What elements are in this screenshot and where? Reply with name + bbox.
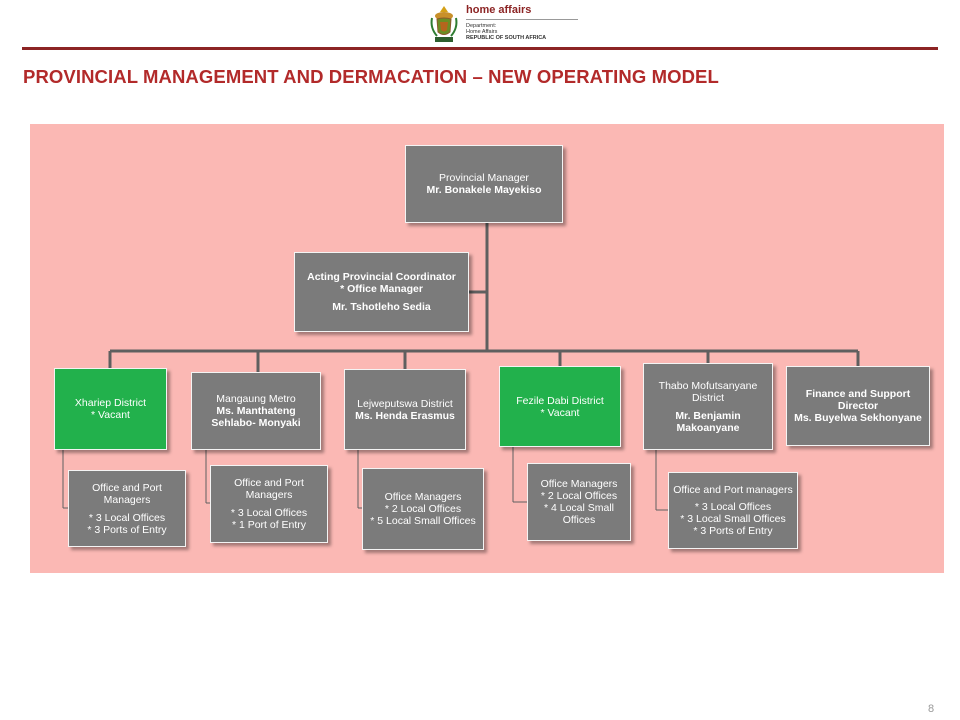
name-label: * Vacant (91, 409, 130, 421)
name-label: Mr. Benjamin Makoanyane (675, 409, 741, 434)
role-label: Thabo Mofutsanyane District (658, 379, 758, 404)
sub-box-thabo-mofutsanyane: Office and Port managers * 3 Local Offic… (668, 472, 798, 549)
name-label: * Vacant (540, 406, 580, 419)
role-label: Provincial Manager (439, 172, 529, 184)
sub-line-label: * 3 Local Offices (88, 511, 166, 524)
sub-line-label: * 5 Local Small Offices (370, 515, 476, 527)
district-box-xhariep: Xhariep District * Vacant (54, 368, 167, 450)
sub-title-label: Office Managers (384, 491, 462, 503)
sub-title-label: Office and Port managers (673, 484, 793, 496)
role-label: Acting Provincial Coordinator (307, 271, 456, 283)
sub-line-label: * 2 Local Offices (540, 490, 618, 502)
sub-line-label: * 3 Ports of Entry (87, 523, 167, 536)
name-label: Mr. Tshotleho Sedia (332, 301, 431, 313)
name-label: Ms. Henda Erasmus (355, 409, 455, 422)
district-box-thabo-mofutsanyane: Thabo Mofutsanyane District Mr. Benjamin… (643, 363, 773, 450)
district-box-mangaung: Mangaung Metro Ms. Manthateng Sehlabo- M… (191, 372, 321, 450)
role-label: Finance and Support Director (805, 388, 911, 412)
role-label: Xhariep District (74, 397, 147, 409)
role-label: Mangaung Metro (216, 393, 296, 405)
district-box-fezile-dabi: Fezile Dabi District * Vacant (499, 366, 621, 447)
header-rule (22, 47, 938, 50)
coordinator-box: Acting Provincial Coordinator * Office M… (294, 252, 469, 332)
role-label: Lejweputswa District (357, 397, 453, 410)
sub-title-label: Office Managers (540, 478, 618, 490)
role-sub-label: * Office Manager (340, 283, 423, 295)
logo-sub-line: Home Affairs (466, 29, 498, 35)
sub-line-label: * 2 Local Offices (384, 503, 462, 515)
provincial-manager-box: Provincial Manager Mr. Bonakele Mayekiso (405, 145, 563, 223)
page-title: PROVINCIAL MANAGEMENT AND DERMACATION – … (23, 66, 719, 87)
name-label: Ms. Manthateng Sehlabo- Monyaki (211, 405, 301, 429)
page-number: 8 (928, 703, 935, 715)
sub-box-fezile-dabi: Office Managers * 2 Local Offices * 4 Lo… (527, 463, 631, 541)
sub-title-label: Office and Port Managers (92, 481, 162, 506)
sub-line-label: * 3 Local Offices (230, 507, 308, 519)
coat-of-arms-icon (430, 6, 458, 42)
logo-sub-line: REPUBLIC OF SOUTH AFRICA (466, 35, 547, 41)
name-label: Ms. Buyelwa Sekhonyane (794, 412, 922, 424)
sub-box-mangaung: Office and Port Managers * 3 Local Offic… (210, 465, 328, 543)
logo-sub-line: Department: (466, 23, 497, 29)
role-label: Fezile Dabi District (516, 394, 604, 407)
sub-line-label: * 3 Ports of Entry (693, 525, 773, 537)
district-box-lejweputswa: Lejweputswa District Ms. Henda Erasmus (344, 369, 466, 450)
district-box-finance-support: Finance and Support Director Ms. Buyelwa… (786, 366, 930, 446)
sub-box-xhariep: Office and Port Managers * 3 Local Offic… (68, 470, 186, 547)
sub-line-label: * 3 Local Offices (694, 501, 772, 513)
sub-title-label: Office and Port Managers (234, 477, 304, 501)
name-label: Mr. Bonakele Mayekiso (426, 184, 542, 196)
sub-line-label: * 3 Local Small Offices (680, 513, 786, 525)
logo-divider (466, 19, 578, 20)
sub-box-lejweputswa: Office Managers * 2 Local Offices * 5 Lo… (362, 468, 484, 550)
home-affairs-logo: home affairs Department: Home Affairs RE… (428, 4, 578, 46)
sub-line-label: * 1 Port of Entry (231, 519, 307, 531)
logo-brand-text: home affairs (466, 4, 532, 16)
sub-line-label: * 4 Local Small Offices (543, 502, 615, 526)
